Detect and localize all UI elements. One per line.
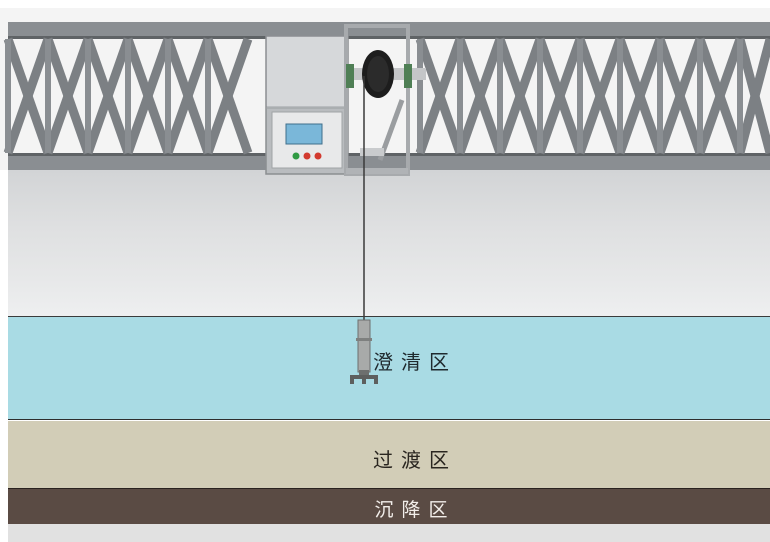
tank-floor [8, 524, 770, 542]
truss-diagonal [575, 37, 625, 155]
truss-post [737, 39, 743, 153]
truss-diagonal [615, 37, 665, 155]
truss-diagonal [455, 37, 505, 155]
truss-post [417, 39, 423, 153]
truss-post [657, 39, 663, 153]
truss-post [85, 39, 91, 153]
truss-diagonal [735, 37, 770, 155]
controller-screen-icon [285, 123, 323, 145]
transition-zone-label: 过渡区 [373, 448, 457, 472]
truss-post [165, 39, 171, 153]
truss-post [205, 39, 211, 153]
green-button-icon [292, 152, 300, 160]
truss-diagonal [415, 37, 465, 155]
truss-top-chord [8, 22, 770, 36]
truss-post [697, 39, 703, 153]
truss-post [125, 39, 131, 153]
truss-post [497, 39, 503, 153]
truss-diagonal [3, 37, 53, 155]
truss-post [457, 39, 463, 153]
transition-zone [8, 421, 770, 488]
truss-post [45, 39, 51, 153]
tank-wall [8, 170, 770, 316]
controller-cabinet [265, 35, 349, 175]
red-button-icon-2 [314, 152, 322, 160]
clarification-zone [8, 316, 770, 420]
clarification-zone-label: 澄清区 [373, 350, 457, 374]
truss-post [537, 39, 543, 153]
truss-diagonal [495, 37, 545, 155]
truss-diagonal [695, 37, 745, 155]
truss-post [577, 39, 583, 153]
cable-winch [344, 24, 426, 176]
truss-diagonal [83, 37, 133, 155]
settling-zone [8, 488, 770, 525]
truss-diagonal [163, 37, 213, 155]
truss-post [5, 39, 11, 153]
truss-diagonal [535, 37, 585, 155]
interface-probe-icon [350, 319, 378, 384]
settling-zone-label: 沉降区 [374, 499, 456, 521]
truss-diagonal [43, 37, 93, 155]
truss-post [617, 39, 623, 153]
truss-diagonal [123, 37, 173, 155]
truss-diagonal [655, 37, 705, 155]
truss-diagonal [203, 37, 253, 155]
red-button-icon [303, 152, 311, 160]
truss-bottom-chord [8, 156, 770, 170]
